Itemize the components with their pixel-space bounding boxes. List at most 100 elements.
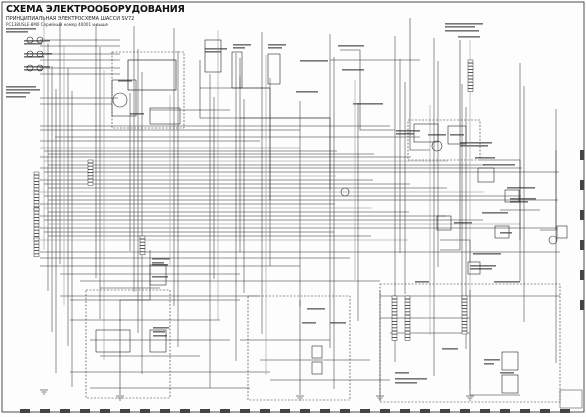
- connector-pin: [461, 330, 468, 335]
- top-component-label: [130, 113, 144, 115]
- top-component-label: [300, 60, 328, 62]
- top-component-label: [445, 30, 479, 32]
- frame-zone-mark: [360, 409, 370, 413]
- frame-zone-mark: [480, 409, 490, 413]
- sensor-unit: [494, 225, 510, 239]
- connector-pin: [33, 203, 40, 208]
- connector-pin: [461, 295, 468, 300]
- connector-pin: [87, 169, 94, 173]
- routed-wire: [540, 150, 557, 231]
- frame-zone-mark: [500, 409, 510, 413]
- connector-pin: [33, 184, 40, 188]
- routed-wire: [119, 250, 151, 395]
- connector-pin: [461, 311, 468, 316]
- connector-block-f: [391, 295, 398, 341]
- connector-pin: [461, 298, 468, 303]
- lower-component-label: [153, 327, 169, 329]
- connector-pin: [467, 69, 474, 73]
- frame-zone-mark: [580, 240, 584, 250]
- right-component-label: [500, 372, 514, 374]
- sensor-unit: [231, 51, 243, 89]
- connector-pin: [33, 220, 40, 224]
- frame-zone-mark: [580, 180, 584, 190]
- connector-pin: [467, 88, 474, 92]
- left-component-label: [24, 43, 42, 45]
- connector-pin: [391, 302, 398, 306]
- connector-pin: [33, 187, 40, 192]
- lower-component-label: [302, 322, 316, 324]
- connector-pin: [404, 334, 411, 338]
- connector-pin: [461, 321, 468, 325]
- connector-pin: [404, 308, 411, 312]
- connector-pin: [87, 178, 94, 183]
- left-component-label: [24, 69, 42, 71]
- right-component-label: [442, 348, 458, 350]
- left-component-label: [24, 53, 52, 55]
- right-component-label: [428, 134, 446, 136]
- frame-zone-mark: [40, 409, 50, 413]
- connector-pin: [33, 214, 40, 218]
- frame-zone-mark: [100, 409, 110, 413]
- lamp-unit: [311, 345, 323, 359]
- connector-pin: [391, 337, 398, 341]
- connector-pin: [33, 210, 40, 215]
- frame-zone-mark: [580, 150, 584, 160]
- connector-pin: [139, 242, 146, 246]
- right-component-label: [395, 382, 417, 384]
- frame-zone-mark: [460, 409, 470, 413]
- fuse-unit: [501, 351, 519, 371]
- routed-wire: [480, 159, 521, 240]
- lower-component-label: [153, 331, 165, 333]
- frame-zone-mark: [260, 409, 270, 413]
- connector-pin: [87, 172, 94, 176]
- connector-block-c: [33, 237, 40, 258]
- sensor-unit: [267, 53, 281, 85]
- connector-pin: [467, 72, 474, 76]
- connector-pin: [139, 235, 146, 240]
- right-component-label: [484, 363, 494, 365]
- connector-pin: [467, 62, 474, 67]
- connector-pin: [33, 253, 40, 258]
- connector-pin: [467, 82, 474, 86]
- motor-symbol: [112, 92, 128, 108]
- right-component-label: [483, 164, 515, 166]
- frame-zone-mark: [180, 409, 190, 413]
- top-component-label: [205, 51, 221, 53]
- routed-wire: [340, 49, 395, 131]
- lamp-symbol: [340, 187, 350, 197]
- left-component-label: [6, 31, 28, 33]
- left-component-label: [6, 96, 26, 98]
- right-component-label: [484, 359, 500, 361]
- connector-pin: [404, 298, 411, 303]
- right-component-label: [494, 281, 520, 283]
- connector-pin: [461, 324, 468, 328]
- connector-pin: [33, 217, 40, 221]
- horn-unit: [436, 215, 452, 231]
- left-component-label: [6, 89, 40, 91]
- top-component-label: [353, 103, 383, 105]
- frame-zone-mark: [220, 409, 230, 413]
- frame-zone-mark: [320, 409, 330, 413]
- lower-component-label: [153, 335, 167, 337]
- connector-pin: [33, 223, 40, 228]
- frame-zone-mark: [160, 409, 170, 413]
- connector-pin: [404, 302, 411, 306]
- right-component-label: [470, 265, 496, 267]
- connector-pin: [461, 302, 468, 306]
- connector-pin: [391, 334, 398, 338]
- frame-zone-mark: [540, 409, 550, 413]
- frame-zone-mark: [400, 409, 410, 413]
- switch-unit: [467, 261, 481, 275]
- top-component-label: [268, 47, 282, 49]
- connector-pin: [87, 182, 94, 186]
- connector-pin: [33, 181, 40, 185]
- left-component-label: [6, 92, 30, 94]
- lower-component-label: [152, 276, 168, 278]
- frame-zone-mark: [280, 409, 290, 413]
- connector-pin: [33, 200, 40, 204]
- frame-zone-mark: [300, 409, 310, 413]
- connector-pin: [467, 66, 474, 70]
